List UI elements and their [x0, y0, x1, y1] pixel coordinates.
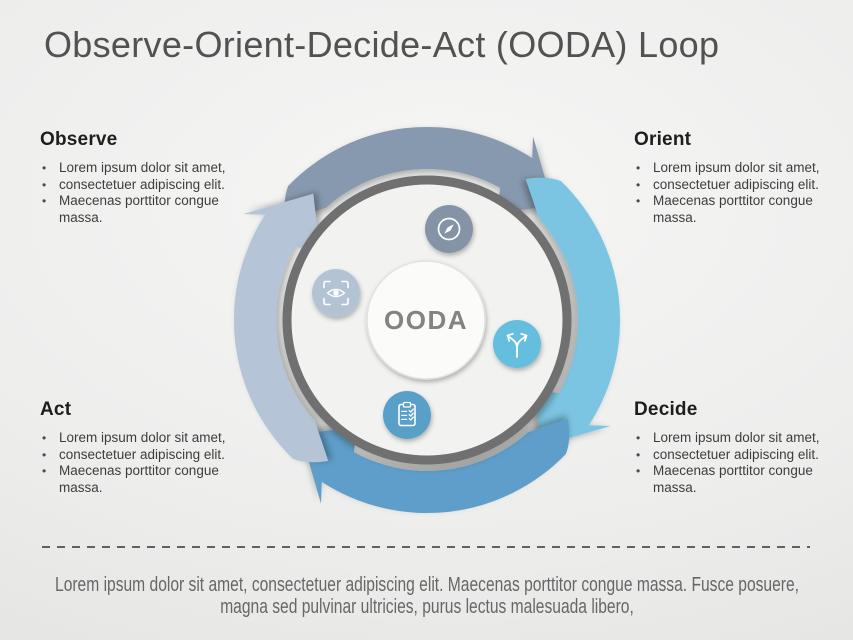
- bullet-item: consectetuer adipiscing elit.: [634, 447, 848, 464]
- section-heading-decide: Decide: [634, 399, 698, 420]
- section-heading-orient: Orient: [634, 129, 692, 150]
- panel-act: Act Lorem ipsum dolor sit amet, consecte…: [40, 399, 254, 496]
- bullet-item: consectetuer adipiscing elit.: [40, 447, 254, 464]
- bullet-list-act: Lorem ipsum dolor sit amet, consectetuer…: [40, 430, 254, 496]
- bullet-list-orient: Lorem ipsum dolor sit amet, consectetuer…: [634, 160, 848, 226]
- panel-observe: Observe Lorem ipsum dolor sit amet, cons…: [40, 129, 254, 226]
- bullet-list-decide: Lorem ipsum dolor sit amet, consectetuer…: [634, 430, 848, 496]
- bullet-item: consectetuer adipiscing elit.: [40, 177, 254, 194]
- footer-text: Lorem ipsum dolor sit amet, consectetuer…: [54, 574, 799, 618]
- bullet-item: Lorem ipsum dolor sit amet,: [634, 160, 848, 177]
- bullet-item: Lorem ipsum dolor sit amet,: [634, 430, 848, 447]
- scan-eye-icon: [312, 269, 360, 317]
- clipboard-checklist-icon: [383, 391, 431, 439]
- bullet-list-observe: Lorem ipsum dolor sit amet, consectetuer…: [40, 160, 254, 226]
- hub-circle: [366, 260, 486, 380]
- section-heading-act: Act: [40, 399, 72, 420]
- compass-icon: [425, 205, 473, 253]
- dashed-divider: [42, 546, 810, 548]
- section-heading-observe: Observe: [40, 129, 118, 150]
- bullet-item: Maecenas porttitor congue massa.: [634, 193, 848, 226]
- panel-decide: Decide Lorem ipsum dolor sit amet, conse…: [634, 399, 848, 496]
- bullet-item: Maecenas porttitor congue massa.: [40, 463, 254, 496]
- fork-arrows-icon: [493, 320, 541, 368]
- hub-label: OODA: [384, 305, 468, 335]
- bullet-item: Lorem ipsum dolor sit amet,: [40, 160, 254, 177]
- bullet-item: Maecenas porttitor congue massa.: [40, 193, 254, 226]
- bullet-item: consectetuer adipiscing elit.: [634, 177, 848, 194]
- page-title: Observe-Orient-Decide-Act (OODA) Loop: [44, 24, 720, 65]
- panel-orient: Orient Lorem ipsum dolor sit amet, conse…: [634, 129, 848, 226]
- bullet-item: Maecenas porttitor congue massa.: [634, 463, 848, 496]
- bullet-item: Lorem ipsum dolor sit amet,: [40, 430, 254, 447]
